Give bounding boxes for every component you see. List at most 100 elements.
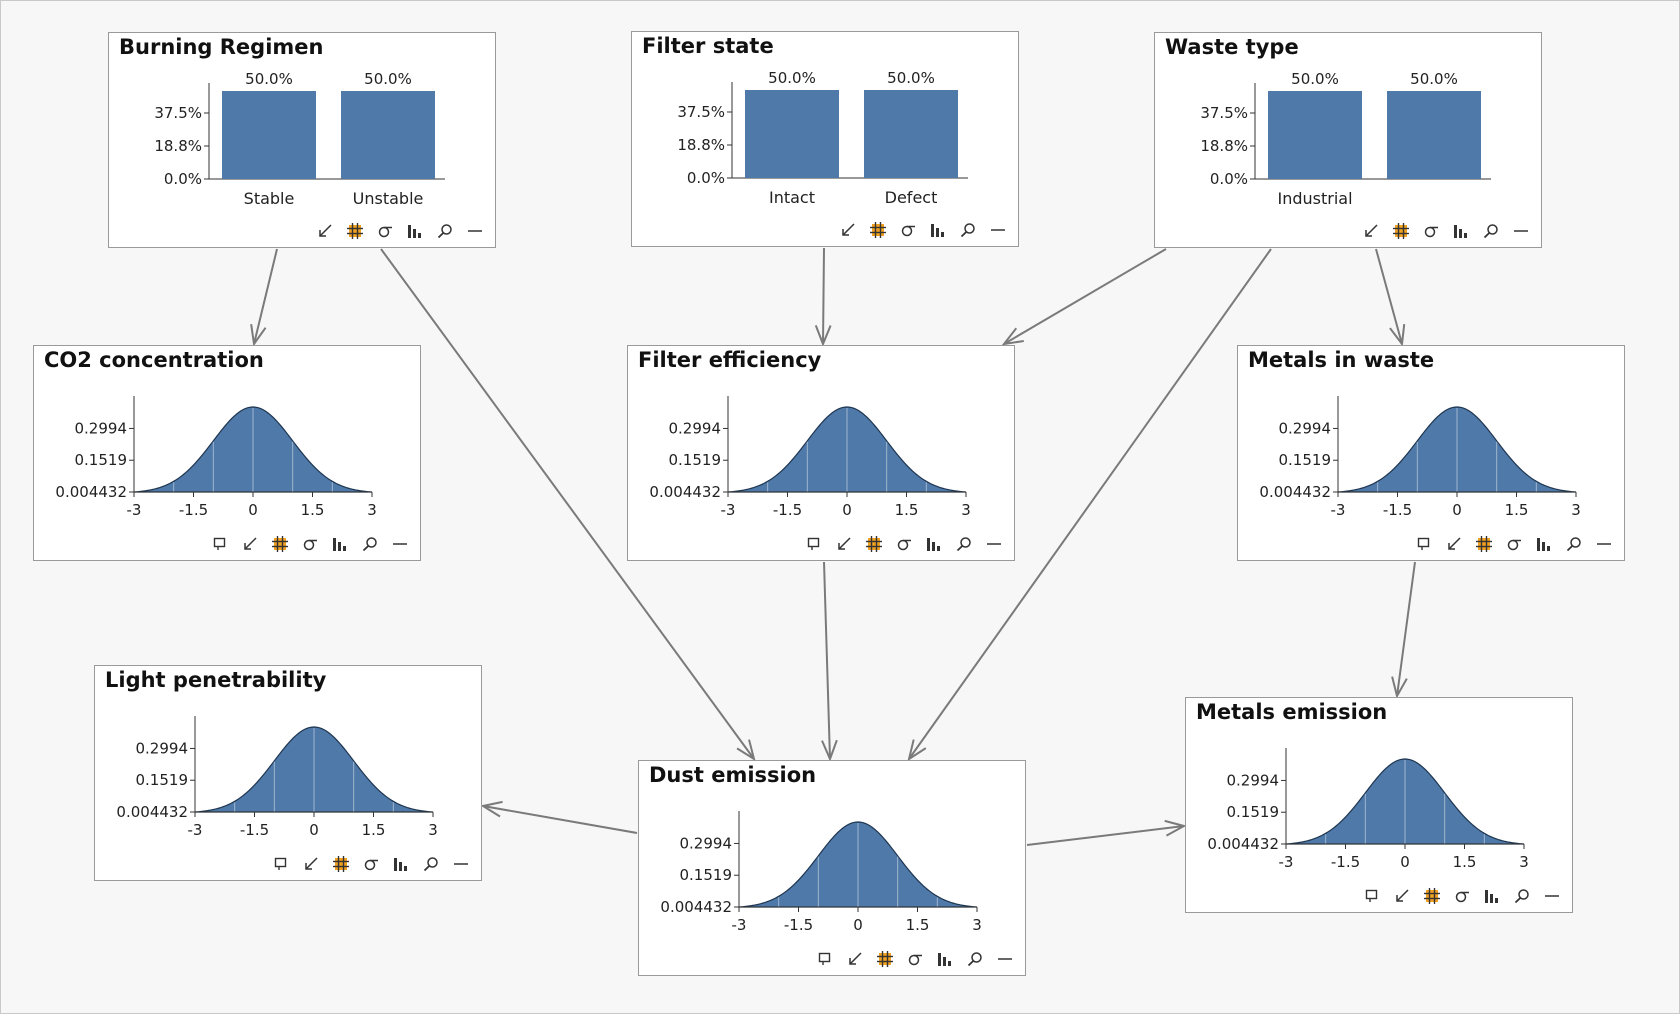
note-icon[interactable] [210, 534, 230, 554]
zoom-icon[interactable] [958, 220, 978, 240]
arrow-down-left-icon[interactable] [845, 949, 865, 969]
sigma-icon[interactable] [898, 220, 918, 240]
minimize-icon[interactable] [1511, 221, 1531, 241]
y-tick-label: 18.8% [154, 137, 202, 155]
edge-metals_waste-to-metals_emission[interactable] [1391, 561, 1416, 699]
note-icon[interactable] [804, 534, 824, 554]
minimize-icon[interactable] [995, 949, 1015, 969]
arrow-down-left-icon[interactable] [1392, 886, 1412, 906]
arrow-down-left-icon[interactable] [315, 221, 335, 241]
arrow-down-left-icon[interactable] [301, 854, 321, 874]
sigma-icon[interactable] [1504, 534, 1524, 554]
minimize-icon[interactable] [988, 220, 1008, 240]
arrow-down-left-icon[interactable] [240, 534, 260, 554]
sigma-icon[interactable] [1421, 221, 1441, 241]
sigma-icon[interactable] [894, 534, 914, 554]
bar-chart-icon[interactable] [924, 534, 944, 554]
category-label: Unstable [353, 189, 424, 208]
y-tick-label: 0.1519 [669, 451, 722, 469]
edge-burning-to-co2[interactable] [250, 248, 278, 347]
minimize-icon[interactable] [984, 534, 1004, 554]
edge-filter_eff-to-dust[interactable] [821, 561, 838, 762]
node-toolbar [804, 534, 1004, 554]
zoom-icon[interactable] [965, 949, 985, 969]
zoom-icon[interactable] [421, 854, 441, 874]
edge-waste_type-to-filter_eff[interactable] [1001, 248, 1167, 346]
x-tick-label: -1.5 [773, 501, 802, 519]
edge-arrowhead [821, 739, 838, 762]
node-title: Dust emission [649, 763, 817, 787]
arrow-down-left-icon[interactable] [838, 220, 858, 240]
grid-icon[interactable] [868, 220, 888, 240]
sigma-icon[interactable] [1452, 886, 1472, 906]
arrow-down-left-icon[interactable] [834, 534, 854, 554]
zoom-icon[interactable] [1512, 886, 1532, 906]
sigma-icon[interactable] [300, 534, 320, 554]
grid-icon[interactable] [345, 221, 365, 241]
note-icon[interactable] [1414, 534, 1434, 554]
zoom-icon[interactable] [1564, 534, 1584, 554]
zoom-icon[interactable] [360, 534, 380, 554]
note-icon[interactable] [1362, 886, 1382, 906]
minimize-icon[interactable] [1594, 534, 1614, 554]
sigma-icon[interactable] [375, 221, 395, 241]
bar-chart-icon[interactable] [1451, 221, 1471, 241]
minimize-icon[interactable] [1542, 886, 1562, 906]
x-tick-label: 1.5 [906, 916, 930, 934]
minimize-icon[interactable] [451, 854, 471, 874]
bar [864, 90, 958, 178]
zoom-icon[interactable] [954, 534, 974, 554]
bar-chart-icon[interactable] [928, 220, 948, 240]
bar-chart-icon[interactable] [330, 534, 350, 554]
grid-icon[interactable] [1391, 221, 1411, 241]
edge-dust-to-metals_emission[interactable] [1026, 819, 1187, 846]
bar-chart-icon[interactable] [935, 949, 955, 969]
edge-waste_type-to-dust[interactable] [907, 248, 1272, 762]
node-title: Metals emission [1196, 700, 1388, 724]
grid-icon[interactable] [864, 534, 884, 554]
bar [341, 91, 435, 179]
y-tick-label: 0.1519 [1279, 451, 1332, 469]
y-tick-label: 0.004432 [1259, 483, 1331, 501]
grid-icon[interactable] [1422, 886, 1442, 906]
edge-burning-to-dust[interactable] [380, 248, 756, 762]
edge-arrowhead [814, 324, 832, 347]
x-tick-label: 1.5 [1453, 853, 1477, 871]
y-tick-label: 18.8% [677, 136, 725, 154]
bar-chart-icon[interactable] [405, 221, 425, 241]
arrow-down-left-icon[interactable] [1361, 221, 1381, 241]
arrow-down-left-icon[interactable] [1444, 534, 1464, 554]
grid-icon[interactable] [270, 534, 290, 554]
grid-icon[interactable] [1474, 534, 1494, 554]
x-tick-label: 0 [1452, 501, 1462, 519]
note-icon[interactable] [271, 854, 291, 874]
bar-chart-icon[interactable] [1534, 534, 1554, 554]
note-icon[interactable] [815, 949, 835, 969]
sigma-icon[interactable] [905, 949, 925, 969]
bar-chart-icon[interactable] [391, 854, 411, 874]
y-tick-label: 0.004432 [649, 483, 721, 501]
bar-chart-icon[interactable] [1482, 886, 1502, 906]
edge-dust-to-light[interactable] [480, 800, 638, 834]
zoom-icon[interactable] [1481, 221, 1501, 241]
edge-filter_state-to-filter_eff[interactable] [814, 247, 832, 347]
grid-icon[interactable] [331, 854, 351, 874]
minimize-icon[interactable] [390, 534, 410, 554]
grid-icon[interactable] [875, 949, 895, 969]
minimize-icon[interactable] [465, 221, 485, 241]
sigma-icon[interactable] [361, 854, 381, 874]
edge-waste_type-to-metals_waste[interactable] [1375, 248, 1406, 347]
zoom-icon[interactable] [435, 221, 455, 241]
node-title: Metals in waste [1248, 348, 1435, 372]
